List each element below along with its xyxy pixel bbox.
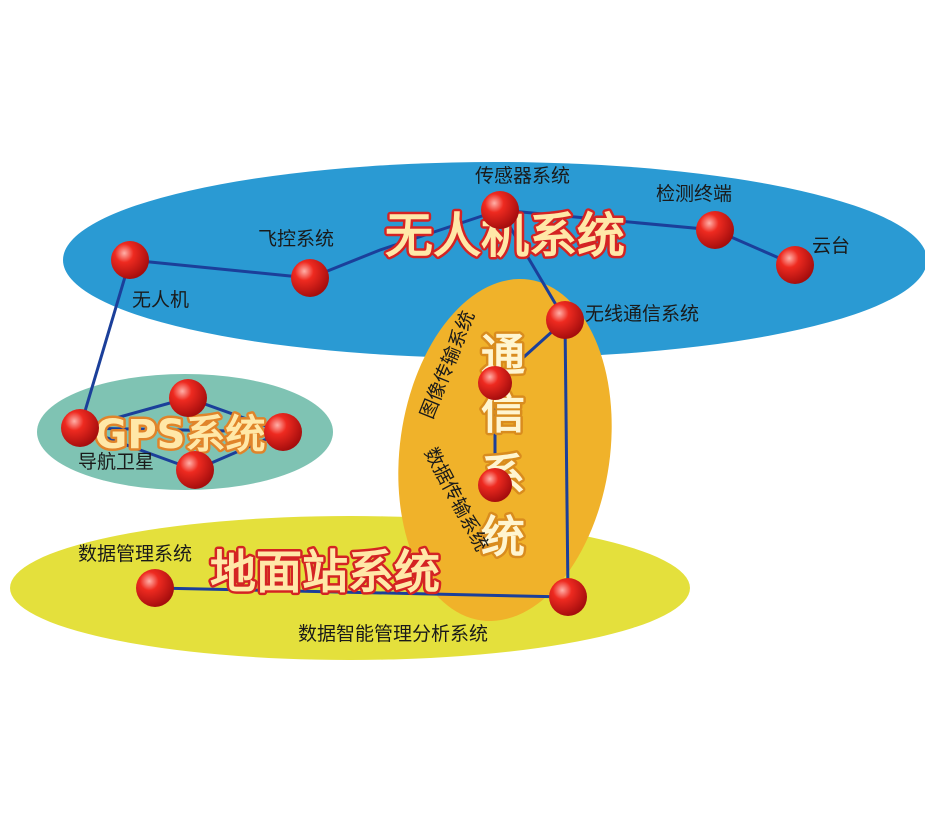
connection-lines bbox=[78, 208, 796, 599]
nodes bbox=[61, 191, 814, 616]
node-uav bbox=[111, 241, 149, 279]
node-analysis bbox=[549, 578, 587, 616]
uav-region bbox=[63, 162, 925, 358]
ground-station-title: 地面站系统 bbox=[210, 545, 440, 599]
gps-region bbox=[37, 374, 333, 490]
node-gimbal bbox=[776, 246, 814, 284]
comm-region bbox=[398, 279, 612, 621]
label-gimbal: 云台 bbox=[812, 235, 850, 257]
label-navigation: 导航卫星 bbox=[78, 451, 154, 473]
label-flight-control: 飞控系统 bbox=[258, 228, 334, 250]
label-data-mgmt: 数据管理系统 bbox=[78, 543, 192, 565]
node-data-transfer bbox=[478, 468, 512, 502]
node-data-mgmt bbox=[136, 569, 174, 607]
node-gps-1 bbox=[61, 409, 99, 447]
gps-system-title: GPS系统 bbox=[95, 412, 266, 458]
uav-system-title: 无人机系统 bbox=[385, 208, 625, 264]
node-gps-4 bbox=[176, 451, 214, 489]
node-wireless bbox=[546, 301, 584, 339]
label-wireless: 无线通信系统 bbox=[585, 303, 699, 325]
label-terminal: 检测终端 bbox=[656, 183, 732, 205]
node-gps-3 bbox=[264, 413, 302, 451]
node-flight-control bbox=[291, 259, 329, 297]
node-sensor bbox=[481, 191, 519, 229]
comm-title-char-4: 统 bbox=[481, 512, 525, 563]
label-uav: 无人机 bbox=[132, 289, 189, 311]
node-terminal bbox=[696, 211, 734, 249]
node-gps-2 bbox=[169, 379, 207, 417]
label-analysis: 数据智能管理分析系统 bbox=[298, 623, 488, 645]
label-sensor: 传感器系统 bbox=[475, 165, 570, 187]
node-image-transfer bbox=[478, 366, 512, 400]
